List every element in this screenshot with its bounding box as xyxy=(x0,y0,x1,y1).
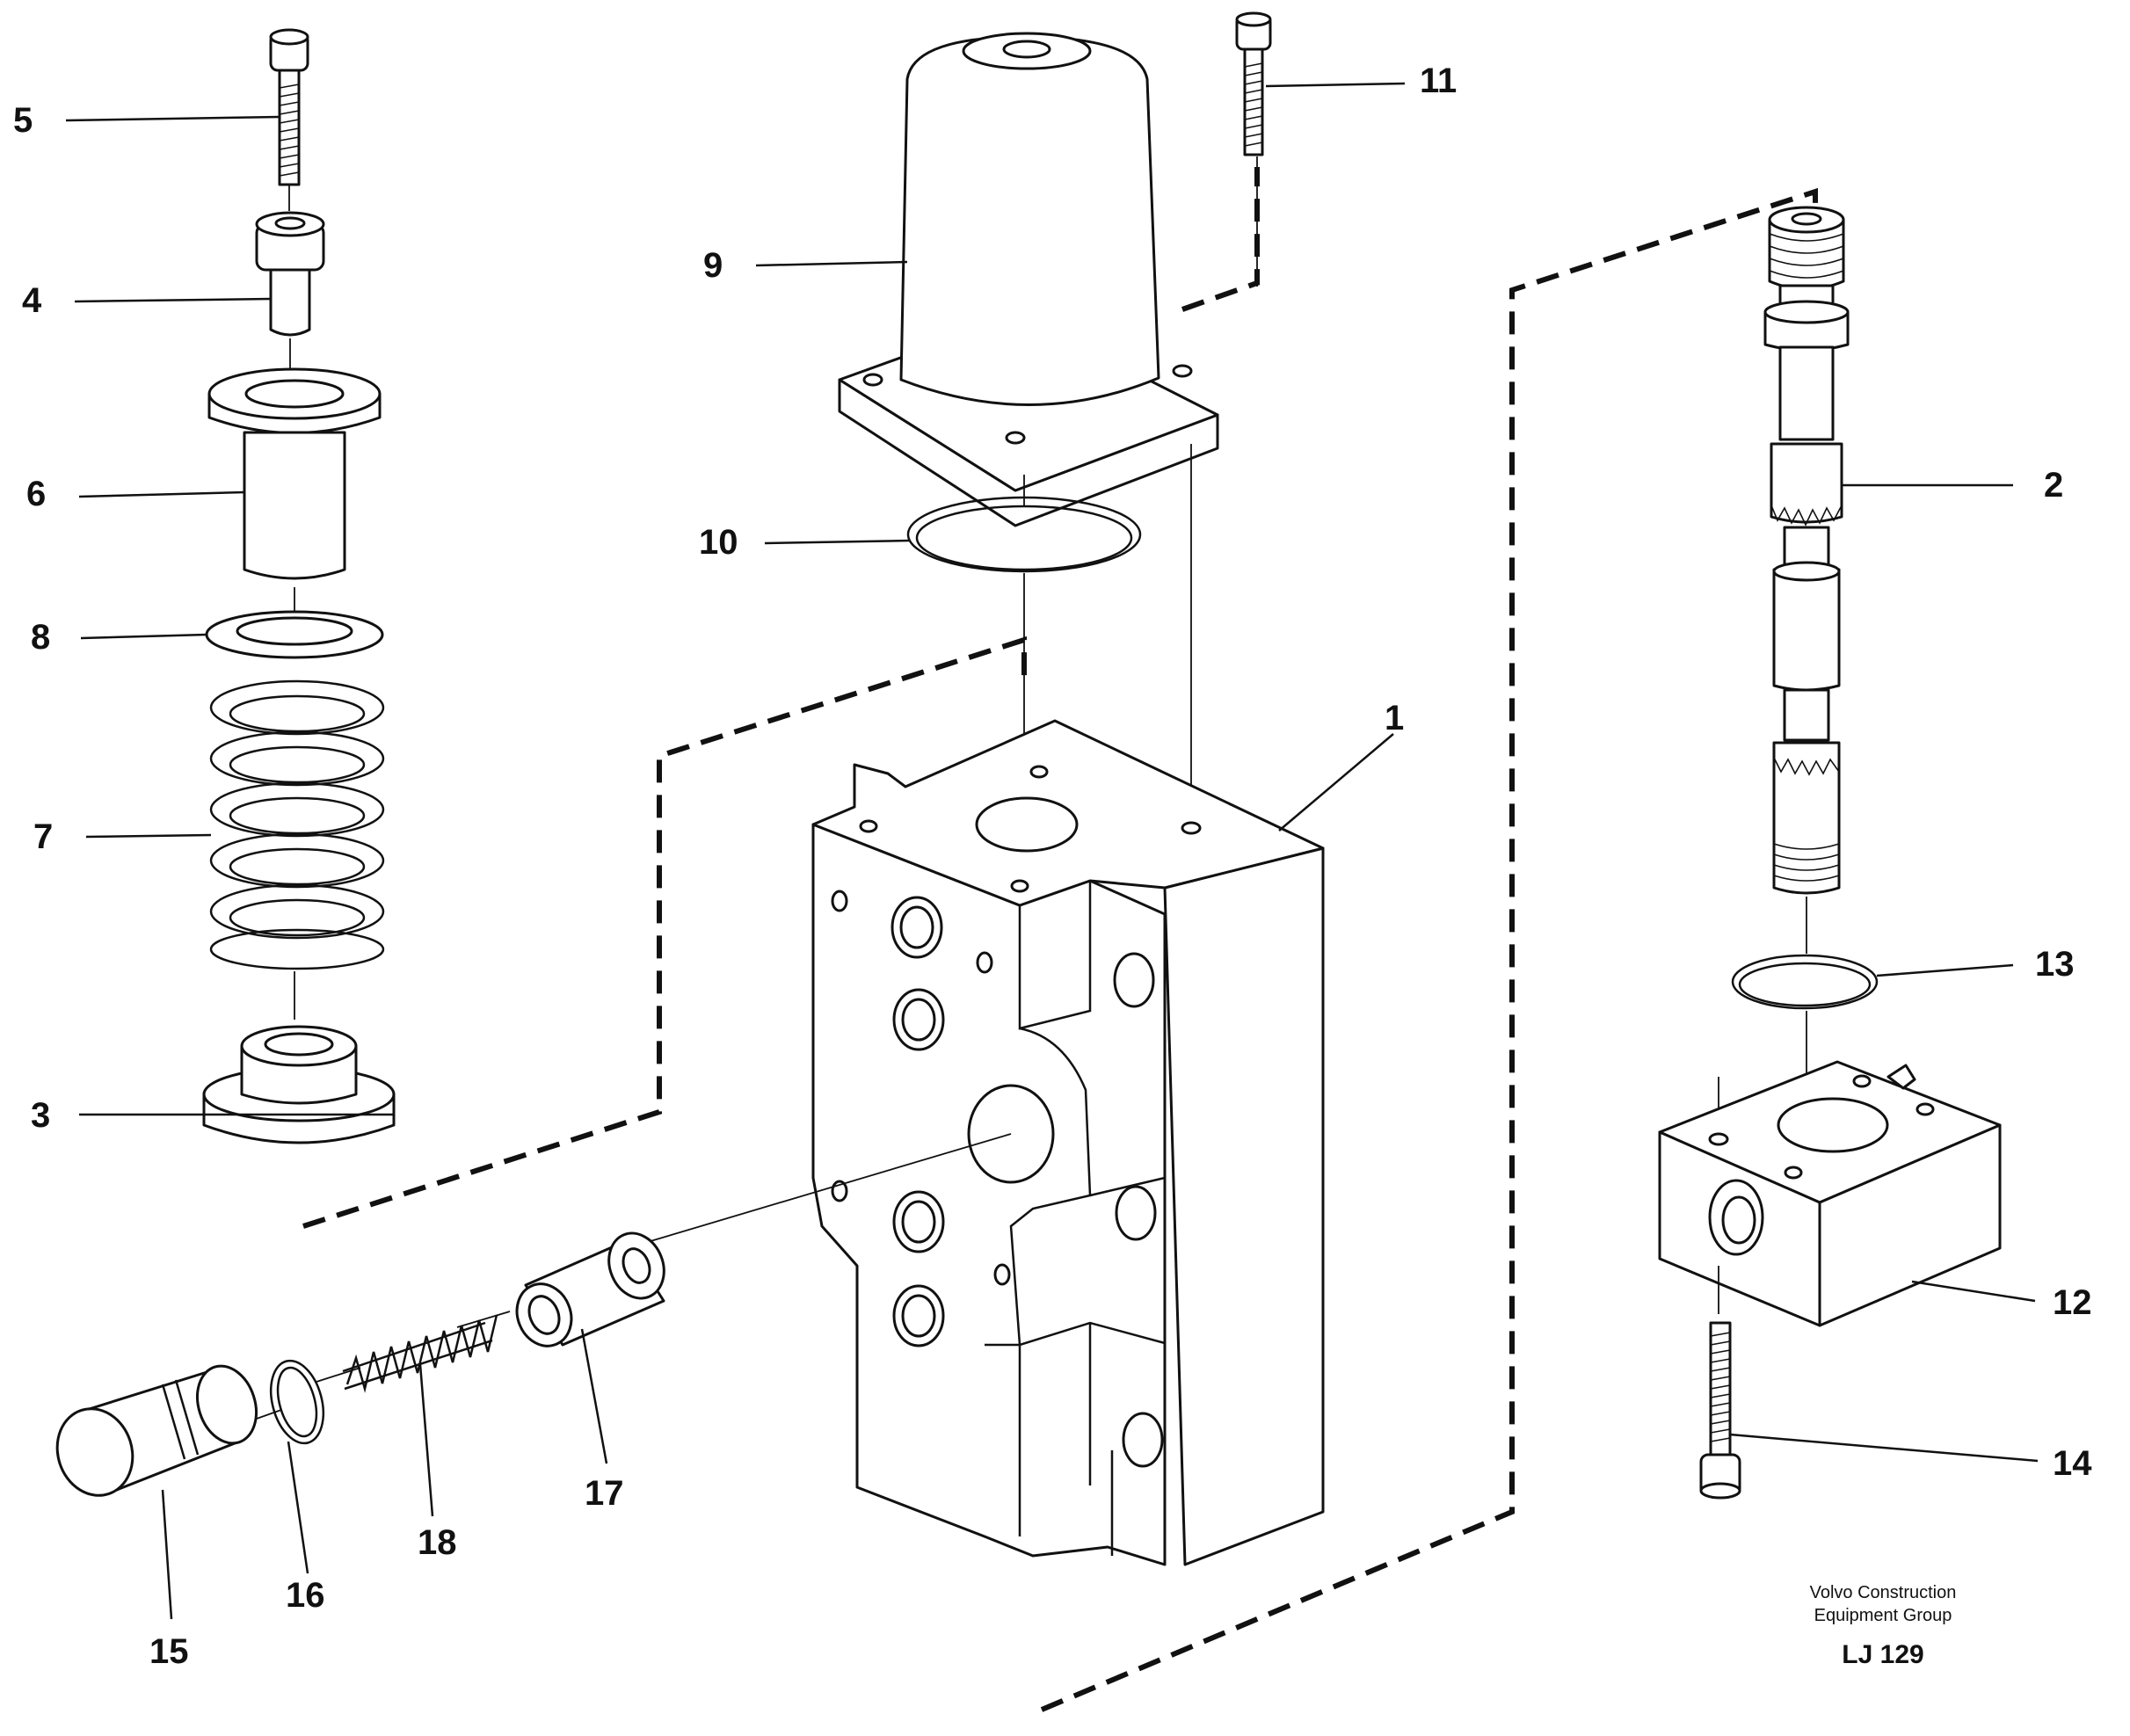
part-8-washer xyxy=(205,610,384,659)
callout-6: 6 xyxy=(26,475,46,513)
part-16-o-ring xyxy=(269,1359,325,1445)
credit-line-1: Volvo Construction xyxy=(1810,1583,1957,1602)
part-9-cover xyxy=(838,32,1219,527)
callout-14: 14 xyxy=(2053,1444,2092,1483)
assembly-dash-cover xyxy=(1181,167,1260,312)
part-14-screw xyxy=(1699,1321,1741,1500)
part-1-valve-housing xyxy=(811,719,1325,1566)
callout-3: 3 xyxy=(31,1096,50,1135)
callout-15: 15 xyxy=(149,1632,189,1671)
callout-10: 10 xyxy=(699,523,738,562)
assembly-dash-right xyxy=(1040,187,1818,1712)
callout-12: 12 xyxy=(2053,1283,2092,1322)
part-12-port-block xyxy=(1658,1060,2002,1327)
leader-lines xyxy=(65,82,2039,1620)
callout-4: 4 xyxy=(22,281,42,320)
part-11-screw xyxy=(1235,11,1272,156)
callout-18: 18 xyxy=(418,1523,457,1562)
credit-line-2: Equipment Group xyxy=(1814,1606,1952,1625)
callout-9: 9 xyxy=(703,246,723,285)
callout-5: 5 xyxy=(13,101,33,140)
callout-7: 7 xyxy=(33,817,53,856)
drawing-code: LJ 129 xyxy=(1842,1640,1923,1669)
part-6-sleeve xyxy=(207,367,382,580)
callout-1: 1 xyxy=(1385,699,1404,737)
part-7-spring xyxy=(209,679,385,970)
part-13-o-ring xyxy=(1731,954,1879,1010)
callout-2: 2 xyxy=(2044,466,2063,505)
callout-16: 16 xyxy=(286,1576,325,1615)
part-3-spring-seat xyxy=(202,1025,396,1144)
part-15-plug xyxy=(55,1364,258,1497)
callout-8: 8 xyxy=(31,618,50,657)
callout-11: 11 xyxy=(1420,62,1457,100)
callout-17: 17 xyxy=(585,1474,624,1513)
part-17-sleeve xyxy=(515,1231,665,1347)
callout-13: 13 xyxy=(2035,945,2075,984)
part-2-spool xyxy=(1763,206,1850,895)
part-4-bushing xyxy=(255,211,325,337)
part-5-screw xyxy=(269,28,309,186)
part-18-spring xyxy=(342,1314,498,1393)
part-10-o-ring xyxy=(906,496,1142,573)
